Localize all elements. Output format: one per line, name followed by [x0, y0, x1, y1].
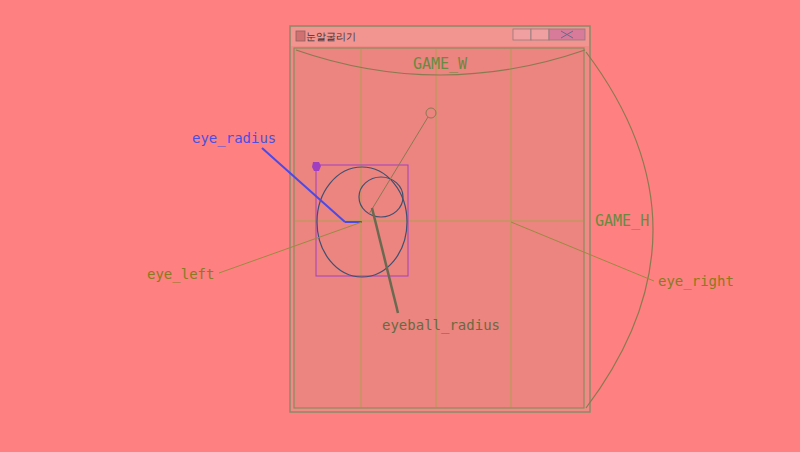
- maximize-button: [531, 29, 549, 40]
- client-area: [294, 48, 584, 408]
- leader-line: [372, 208, 398, 313]
- minimize-button: [513, 29, 531, 40]
- window-title: 눈알굴리기: [306, 30, 356, 44]
- leader-line: [219, 222, 362, 273]
- callout-label: eye_right: [658, 273, 734, 289]
- window-frame: [290, 26, 590, 412]
- title-bar: [291, 27, 589, 46]
- grid-lines: [295, 49, 583, 407]
- width-brace: [296, 50, 585, 75]
- close-button: [549, 29, 585, 40]
- eyeball: [359, 177, 403, 217]
- leader-line: [262, 148, 345, 222]
- app-icon: [296, 31, 305, 41]
- bounds-marker: [312, 162, 321, 171]
- dimension-label: GAME_W: [413, 55, 467, 73]
- leader-line: [511, 222, 654, 281]
- dimension-label: GAME_H: [595, 212, 649, 230]
- eye-bounds: [316, 165, 408, 276]
- app-window: 눈알굴리기: [290, 26, 590, 412]
- height-brace: [586, 52, 653, 408]
- callout-label: eyeball_radius: [382, 317, 500, 333]
- callout-label: eye_left: [147, 266, 214, 282]
- mouse-target: [426, 108, 436, 118]
- close-cross: [561, 31, 573, 38]
- callout-label: eye_radius: [192, 130, 276, 146]
- gaze-line: [369, 117, 428, 214]
